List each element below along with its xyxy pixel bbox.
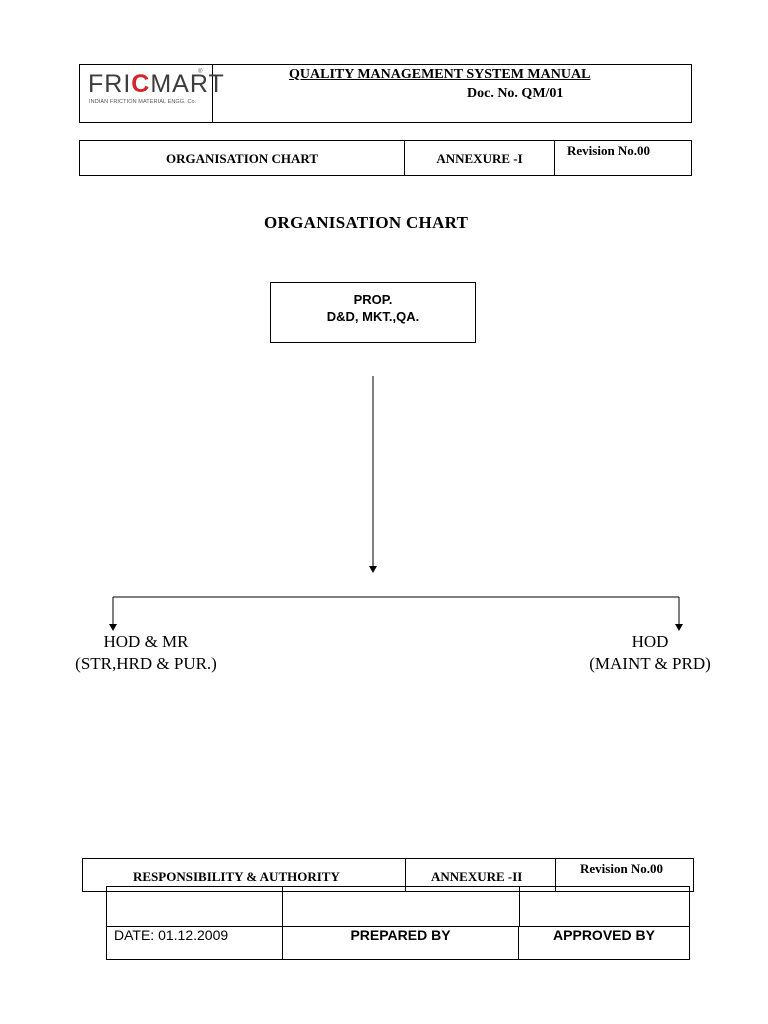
- approved-by-label: APPROVED BY: [553, 927, 655, 943]
- logo-part: MART: [150, 70, 225, 98]
- signoff-cell-blank: [282, 887, 283, 927]
- annexure-row-1: ORGANISATION CHART ANNEXURE -I Revision …: [79, 140, 692, 176]
- manual-title: QUALITY MANAGEMENT SYSTEM MANUAL: [289, 67, 591, 82]
- org-right-branch-title: HOD: [631, 632, 669, 651]
- logo-wordmark: FRICMART: [88, 70, 224, 98]
- org-left-branch: HOD & MR (STR,HRD & PUR.): [60, 631, 232, 675]
- org-top-node-title: PROP.: [353, 292, 393, 307]
- annexure-section-cell: RESPONSIBILITY & AUTHORITY: [83, 859, 406, 891]
- logo-part: FRI: [88, 70, 132, 98]
- org-right-branch: HOD (MAINT & PRD): [578, 631, 722, 675]
- annexure-number-label: ANNEXURE -II: [431, 869, 523, 884]
- logo-tagline: INDIAN FRICTION MATERIAL ENGG. Co.: [89, 99, 197, 105]
- revision-label: Revision No.00: [580, 861, 664, 876]
- prepared-by-label: PREPARED BY: [350, 927, 451, 943]
- signoff-prepared-cell: PREPARED BY: [282, 927, 519, 959]
- signoff-row: DATE: 01.12.2009 PREPARED BY APPROVED BY: [107, 927, 689, 959]
- revision-label: Revision No.00: [567, 143, 651, 158]
- annexure-section-label: RESPONSIBILITY & AUTHORITY: [133, 869, 340, 884]
- org-top-node: PROP. D&D, MKT.,QA.: [270, 282, 476, 343]
- company-logo: FRICMART ® INDIAN FRICTION MATERIAL ENGG…: [88, 69, 224, 117]
- document-number: Doc. No. QM/01: [467, 86, 564, 101]
- logo-part: C: [131, 70, 151, 98]
- revision-cell: Revision No.00: [555, 141, 691, 175]
- org-right-branch-subtitle: (MAINT & PRD): [589, 654, 711, 673]
- annexure-number-label: ANNEXURE -I: [436, 150, 523, 166]
- signoff-cell-blank: [519, 887, 520, 927]
- page-title: ORGANISATION CHART: [264, 213, 469, 232]
- document-header: FRICMART ® INDIAN FRICTION MATERIAL ENGG…: [79, 64, 692, 123]
- annexure-section-label: ORGANISATION CHART: [165, 150, 319, 166]
- signoff-date: DATE: 01.12.2009: [114, 927, 229, 943]
- revision-cell: Revision No.00: [556, 859, 693, 891]
- signoff-date-cell: DATE: 01.12.2009: [107, 927, 282, 959]
- annexure-number-cell: ANNEXURE -II: [406, 859, 556, 891]
- annexure-section-cell: ORGANISATION CHART: [80, 141, 405, 175]
- arrowhead-down-left: [109, 624, 117, 631]
- logo-cell: FRICMART ® INDIAN FRICTION MATERIAL ENGG…: [80, 65, 224, 122]
- arrowhead-down-right: [675, 624, 683, 631]
- org-top-node-subtitle: D&D, MKT.,QA.: [326, 309, 420, 324]
- signoff-approved-cell: APPROVED BY: [519, 927, 689, 959]
- signoff-table: DATE: 01.12.2009 PREPARED BY APPROVED BY: [106, 886, 690, 960]
- signoff-row-blank: [107, 887, 689, 927]
- arrowhead-down-center: [369, 566, 377, 573]
- registered-mark: ®: [198, 69, 203, 75]
- annexure-row-2: RESPONSIBILITY & AUTHORITY ANNEXURE -II …: [82, 858, 694, 892]
- org-left-branch-subtitle: (STR,HRD & PUR.): [75, 654, 217, 673]
- org-left-branch-title: HOD & MR: [103, 632, 189, 651]
- annexure-number-cell: ANNEXURE -I: [405, 141, 555, 175]
